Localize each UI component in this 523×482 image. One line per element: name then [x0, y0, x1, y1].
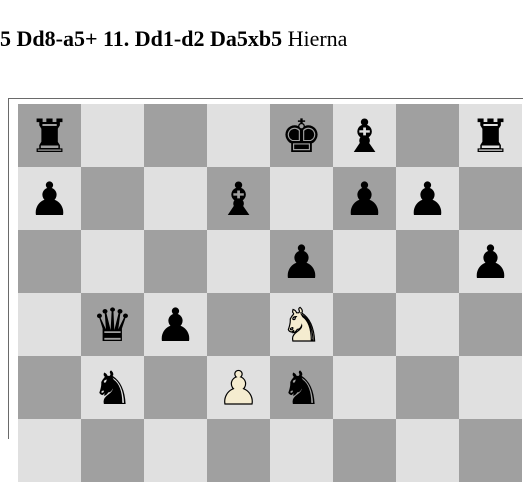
square-b5[interactable]: ♛ — [81, 293, 144, 356]
square-c6[interactable] — [144, 230, 207, 293]
square-h8[interactable]: ♜ — [459, 104, 522, 167]
square-e5[interactable]: ♞ — [270, 293, 333, 356]
square-e8[interactable]: ♚ — [270, 104, 333, 167]
square-b8[interactable] — [81, 104, 144, 167]
square-b7[interactable] — [81, 167, 144, 230]
square-d7[interactable]: ♝ — [207, 167, 270, 230]
square-d6[interactable] — [207, 230, 270, 293]
square-a5[interactable] — [18, 293, 81, 356]
square-c8[interactable] — [144, 104, 207, 167]
square-a3[interactable] — [18, 419, 81, 482]
chess-board: ♜♚♝♜♟♝♟♟♟♟♛♟♞♞♟♞ — [18, 104, 522, 482]
move-notation: 5 Dd8-a5+ 11. Dd1-d2 Da5xb5 Hierna — [0, 26, 347, 52]
square-c3[interactable] — [144, 419, 207, 482]
black-bishop-icon[interactable]: ♝ — [333, 104, 396, 167]
chess-diagram: ♜♚♝♜♟♝♟♟♟♟♛♟♞♞♟♞ — [8, 98, 523, 439]
square-e4[interactable]: ♞ — [270, 356, 333, 419]
black-knight-icon[interactable]: ♞ — [81, 356, 144, 419]
square-e3[interactable] — [270, 419, 333, 482]
square-a8[interactable]: ♜ — [18, 104, 81, 167]
square-f7[interactable]: ♟ — [333, 167, 396, 230]
square-e7[interactable] — [270, 167, 333, 230]
black-pawn-icon[interactable]: ♟ — [396, 167, 459, 230]
square-g6[interactable] — [396, 230, 459, 293]
black-rook-icon[interactable]: ♜ — [18, 104, 81, 167]
square-h3[interactable] — [459, 419, 522, 482]
black-pawn-icon[interactable]: ♟ — [459, 230, 522, 293]
square-b6[interactable] — [81, 230, 144, 293]
notation-text: Hierna — [288, 26, 348, 51]
square-f5[interactable] — [333, 293, 396, 356]
black-bishop-icon[interactable]: ♝ — [207, 167, 270, 230]
square-h5[interactable] — [459, 293, 522, 356]
square-d3[interactable] — [207, 419, 270, 482]
square-g3[interactable] — [396, 419, 459, 482]
black-king-icon[interactable]: ♚ — [270, 104, 333, 167]
square-a6[interactable] — [18, 230, 81, 293]
square-e6[interactable]: ♟ — [270, 230, 333, 293]
black-queen-icon[interactable]: ♛ — [81, 293, 144, 356]
square-d4[interactable]: ♟ — [207, 356, 270, 419]
black-pawn-icon[interactable]: ♟ — [333, 167, 396, 230]
black-pawn-icon[interactable]: ♟ — [18, 167, 81, 230]
square-h6[interactable]: ♟ — [459, 230, 522, 293]
square-a7[interactable]: ♟ — [18, 167, 81, 230]
square-a4[interactable] — [18, 356, 81, 419]
square-d8[interactable] — [207, 104, 270, 167]
black-rook-icon[interactable]: ♜ — [459, 104, 522, 167]
square-f3[interactable] — [333, 419, 396, 482]
square-h4[interactable] — [459, 356, 522, 419]
square-c4[interactable] — [144, 356, 207, 419]
square-g7[interactable]: ♟ — [396, 167, 459, 230]
square-g4[interactable] — [396, 356, 459, 419]
square-c7[interactable] — [144, 167, 207, 230]
square-g8[interactable] — [396, 104, 459, 167]
square-d5[interactable] — [207, 293, 270, 356]
notation-moves: 5 Dd8-a5+ 11. Dd1-d2 Da5xb5 — [0, 26, 282, 51]
black-pawn-icon[interactable]: ♟ — [144, 293, 207, 356]
black-pawn-icon[interactable]: ♟ — [270, 230, 333, 293]
square-f4[interactable] — [333, 356, 396, 419]
white-knight-icon[interactable]: ♞ — [270, 293, 333, 356]
white-pawn-icon[interactable]: ♟ — [207, 356, 270, 419]
square-g5[interactable] — [396, 293, 459, 356]
square-b3[interactable] — [81, 419, 144, 482]
black-knight-icon[interactable]: ♞ — [270, 356, 333, 419]
square-h7[interactable] — [459, 167, 522, 230]
square-f8[interactable]: ♝ — [333, 104, 396, 167]
square-f6[interactable] — [333, 230, 396, 293]
square-b4[interactable]: ♞ — [81, 356, 144, 419]
square-c5[interactable]: ♟ — [144, 293, 207, 356]
